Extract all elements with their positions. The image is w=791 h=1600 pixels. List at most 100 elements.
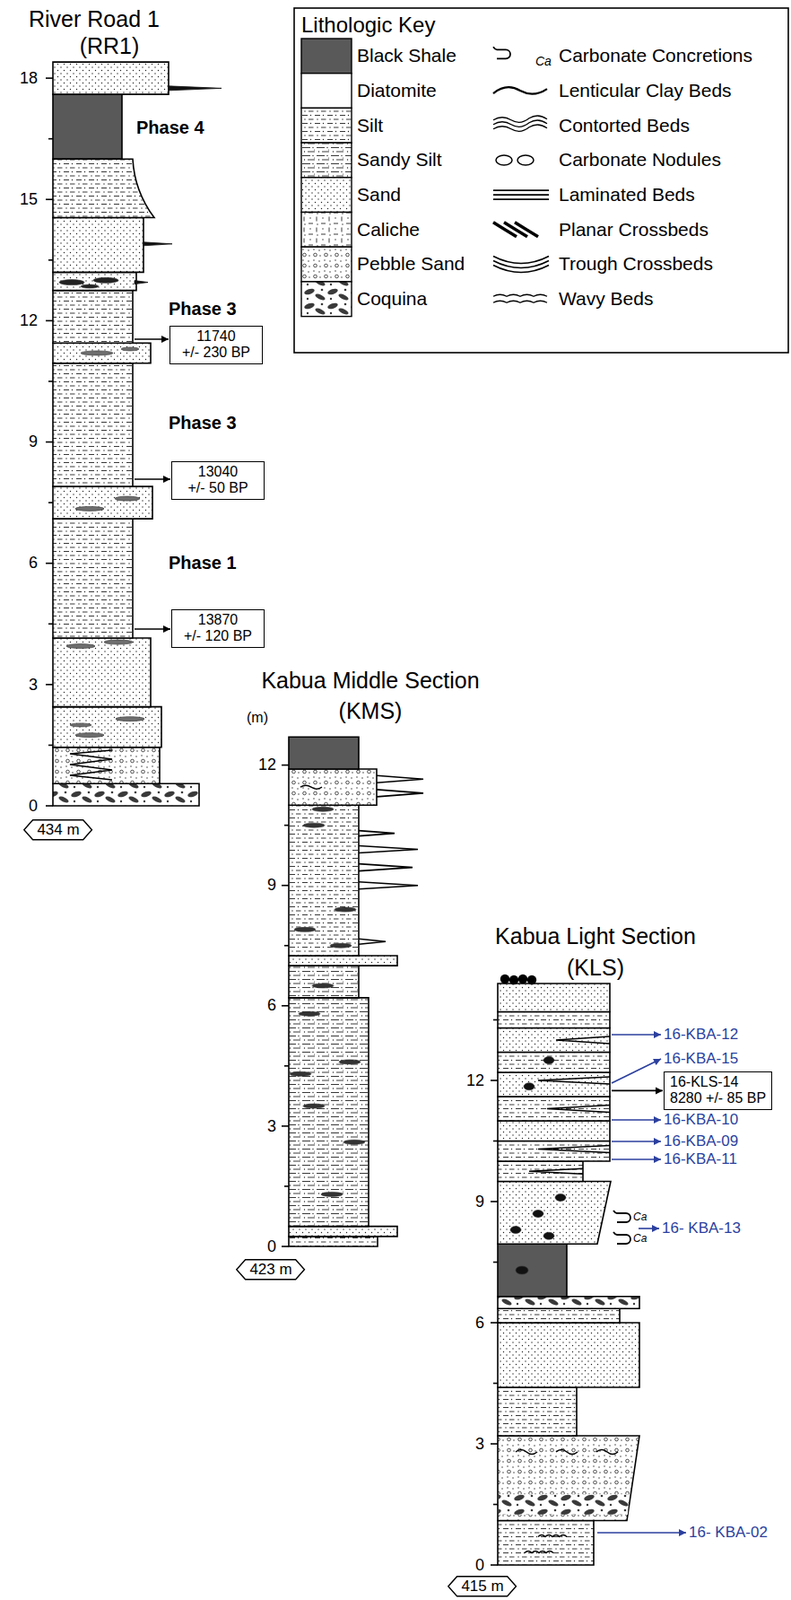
sample-label: 16- KBA-13	[661, 1218, 741, 1237]
depth-tick	[45, 198, 53, 200]
depth-tick	[284, 824, 289, 826]
strat-bed	[52, 486, 153, 519]
strat-bed	[288, 736, 359, 769]
sample-label: 16-KBA-09	[663, 1131, 739, 1150]
lens	[69, 722, 92, 727]
symbol-label: Ca	[633, 1210, 647, 1224]
phase-label: Phase 1	[168, 552, 237, 574]
legend-swatch	[301, 281, 352, 317]
interfinger-wedge	[556, 1035, 610, 1044]
lens	[114, 495, 140, 501]
depth-number: 12	[466, 1070, 485, 1090]
depth-tick	[281, 884, 289, 887]
depth-number: 18	[19, 69, 38, 88]
date-box: 13040+/- 50 BP	[171, 460, 265, 500]
legend-symbol	[493, 198, 549, 200]
interfinger-wedge	[529, 1167, 583, 1174]
legend-swatch	[301, 107, 352, 143]
interfinger-wedge	[358, 938, 386, 944]
phase-label: Phase 3	[168, 412, 237, 434]
pebble	[518, 973, 528, 983]
lens	[532, 1209, 544, 1217]
strat-bed	[52, 342, 151, 364]
date-box: 13870+/- 120 BP	[171, 608, 265, 648]
strat-bed	[52, 637, 151, 707]
section-title: (KMS)	[339, 697, 403, 724]
elevation-label: 415 m	[460, 1576, 504, 1595]
strat-bed	[52, 158, 155, 218]
elevation-hexagon: 434 m	[23, 818, 93, 841]
legend-swatch	[301, 177, 352, 213]
lens	[303, 1103, 325, 1108]
strat-bed	[52, 518, 133, 638]
legend-symbol	[493, 265, 549, 273]
depth-tick	[284, 944, 289, 947]
date-text: +/- 120 BP	[177, 627, 259, 644]
depth-number: 12	[258, 755, 277, 774]
date-box: 11740+/- 230 BP	[169, 325, 263, 365]
legend-text: Contorted Beds	[558, 114, 690, 137]
concretion-symbol	[493, 46, 511, 59]
lens	[115, 716, 145, 722]
lens	[289, 1070, 312, 1076]
legend-text: Coquina	[356, 287, 427, 310]
date-text: 13040	[177, 463, 259, 480]
strat-bed	[288, 1235, 378, 1246]
lens-wedge	[134, 280, 148, 285]
date-text: 13870	[177, 611, 259, 628]
section-title: (RR1)	[79, 33, 140, 60]
strat-bed	[288, 804, 359, 956]
strat-bed	[497, 1011, 610, 1028]
lens	[343, 1138, 366, 1144]
lens	[104, 639, 133, 644]
wavy-symbol	[538, 1534, 567, 1537]
strat-bed	[497, 1071, 610, 1096]
strat-bed	[497, 1027, 610, 1052]
legend-text: Carbonate Concretions	[558, 44, 753, 67]
depth-tick	[48, 501, 53, 504]
depth-number: 9	[475, 1191, 485, 1211]
depth-number: 9	[267, 875, 277, 895]
depth-tick	[493, 1139, 498, 1142]
depth-number: 0	[267, 1236, 277, 1256]
strat-bed	[52, 290, 133, 344]
legend-symbol	[495, 155, 513, 166]
depth-tick	[490, 1321, 498, 1323]
sample-label: 16- KBA-02	[688, 1522, 768, 1541]
strat-bed	[497, 982, 610, 1012]
legend-symbol	[493, 124, 548, 131]
legend-symbol	[493, 256, 549, 264]
coquina-bed	[498, 1493, 629, 1514]
interfinger-wedge	[547, 1104, 610, 1113]
legend-symbol	[493, 193, 549, 196]
depth-tick	[48, 622, 53, 625]
lens	[294, 926, 316, 931]
elevation-label: 423 m	[249, 1260, 292, 1278]
hexagon-shape	[24, 819, 93, 840]
strat-bed	[497, 1307, 620, 1322]
depth-number: 3	[475, 1434, 485, 1453]
strat-bed	[497, 1243, 567, 1296]
section-title: Kabua Middle Section	[260, 667, 479, 694]
interfinger-wedge	[376, 789, 424, 797]
arrow-head	[653, 1030, 661, 1038]
hexagon-shape	[236, 1259, 305, 1279]
interfinger-wedge	[358, 844, 418, 852]
leader-arrow	[611, 1089, 663, 1092]
depth-tick	[493, 1382, 498, 1384]
depth-tick	[48, 259, 53, 261]
depth-tick	[48, 138, 53, 140]
depth-number: 0	[28, 796, 38, 816]
lens	[543, 1056, 555, 1064]
leader-arrow	[611, 1118, 661, 1121]
arrow-head	[163, 625, 171, 633]
strat-bed	[288, 997, 369, 1226]
interfinger-wedge	[538, 1076, 610, 1084]
elevation-hexagon: 415 m	[447, 1574, 517, 1597]
depth-tick	[284, 1184, 289, 1187]
strat-bed	[288, 955, 398, 965]
sample-label: 16-KBA-15	[663, 1049, 739, 1068]
depth-tick	[490, 1199, 498, 1202]
lens	[75, 505, 105, 511]
legend-text: Planar Crossbeds	[558, 218, 709, 241]
